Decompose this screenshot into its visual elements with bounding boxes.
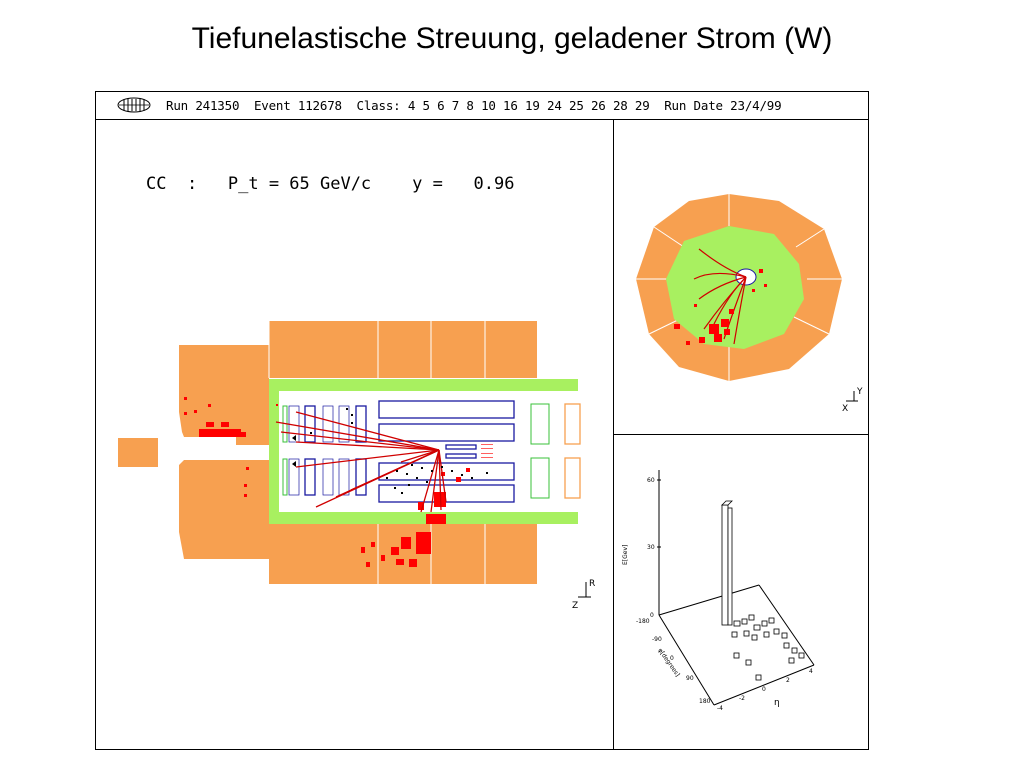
hit-points [292, 408, 488, 494]
date-label: Run Date [664, 98, 723, 113]
event-display-frame: Run 241350 Event 112678 Class: 4 5 6 7 8… [95, 91, 869, 750]
radial-deposits [674, 269, 767, 345]
axis-y-label: Y [856, 387, 863, 397]
phi-tick-5: 180 [699, 698, 711, 705]
panel-divider-horizontal [613, 434, 869, 435]
class-list: 4 5 6 7 8 10 16 19 24 25 26 28 29 [407, 98, 650, 113]
radial-segments [636, 194, 842, 381]
inner-chambers [288, 405, 350, 496]
physics-summary: CC : P_t = 65 GeV/c y = 0.96 [146, 174, 515, 194]
particle-tracks [275, 411, 447, 513]
event-info: Run 241350 Event 112678 Class: 4 5 6 7 8… [166, 98, 782, 113]
event-header: Run 241350 Event 112678 Class: 4 5 6 7 8… [96, 92, 868, 120]
side-view-detector: R Z [118, 321, 595, 611]
forward-text-marks [481, 444, 493, 458]
z-tick-0: 0 [650, 612, 654, 619]
tracking-chambers [304, 400, 515, 503]
phi-tick-2: -90 [652, 636, 662, 643]
lego-plot: 60 30 0 E[Gev] -180 -90 0 90 180 φ[degre… [622, 470, 815, 712]
eta-tick-2: -2 [739, 695, 745, 702]
z-axis-label: E[Gev] [622, 545, 629, 565]
radial-tracks [693, 248, 747, 345]
lego-tower [721, 500, 733, 626]
phi-axis-label: φ[degrees] [656, 647, 681, 678]
eta-axis-label: η [774, 698, 780, 708]
run-label: Run [166, 98, 188, 113]
radial-inner-ring [666, 226, 804, 349]
inner-calorimeter [269, 379, 578, 524]
eta-tick-1: -4 [717, 705, 723, 712]
lego-cells [731, 614, 805, 681]
eta-tick-5: 4 [809, 668, 813, 675]
lego-axes [657, 470, 815, 706]
forward-green-chambers [282, 403, 550, 499]
phi-tick-1: -180 [636, 618, 650, 625]
h1-logo-icon [117, 97, 151, 113]
phi-tick-4: 90 [686, 675, 694, 682]
axis-r-label: R [589, 579, 595, 589]
side-view-axes [578, 582, 591, 598]
radial-view-detector: Y X [636, 194, 863, 414]
outer-calorimeter [118, 321, 537, 584]
run-number: 241350 [195, 98, 240, 113]
event-number: 112678 [297, 98, 342, 113]
event-label: Event [253, 98, 291, 113]
forward-orange-chambers [564, 403, 581, 499]
radial-view-axes [846, 391, 858, 402]
eta-tick-4: 2 [786, 677, 790, 684]
energy-deposits [184, 397, 470, 567]
axis-z-label: Z [572, 601, 578, 611]
run-date: 23/4/99 [730, 98, 782, 113]
phi-tick-3: 0 [670, 655, 674, 662]
z-tick-60: 60 [647, 477, 655, 484]
slide-title: Tiefunelastische Streuung, geladener Str… [191, 22, 833, 55]
class-label: Class: [356, 98, 401, 113]
axis-x-label: X [842, 404, 848, 414]
eta-tick-3: 0 [762, 686, 766, 693]
z-tick-30: 30 [647, 544, 655, 551]
